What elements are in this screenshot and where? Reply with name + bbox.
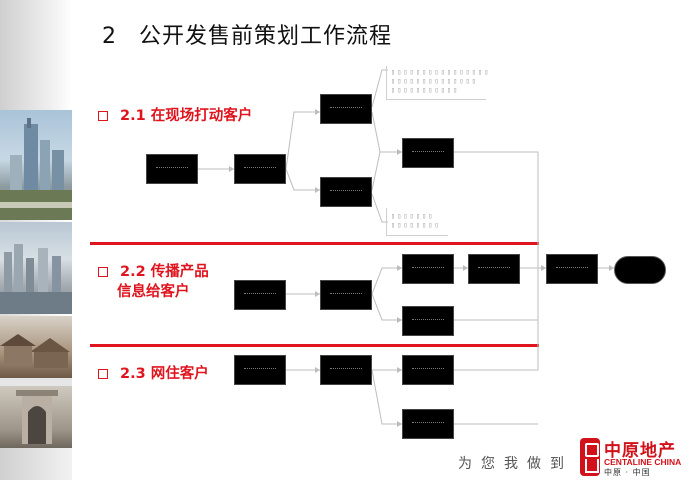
separator-line-2	[90, 344, 539, 347]
flow-box-3-1	[234, 355, 286, 385]
flow-box-2-1	[234, 280, 286, 310]
flow-box-3-3	[402, 355, 454, 385]
seal-icon	[580, 438, 600, 476]
footer-slogan: 为您我做到	[458, 456, 573, 472]
flow-box-merge	[546, 254, 598, 284]
flow-box-3-2	[320, 355, 372, 385]
flow-box-2-5	[468, 254, 520, 284]
square-bullet-icon	[98, 267, 108, 277]
section-2-3-label: 2.3 网住客户	[120, 366, 209, 382]
gate-photo	[0, 386, 72, 448]
section-2-2-label: 2.2 传播产品	[120, 264, 209, 280]
flow-box-2-4	[402, 306, 454, 336]
square-bullet-icon	[98, 111, 108, 121]
note-bottom: ▯▯▯▯▯▯▯▯▯▯▯▯▯▯▯	[386, 208, 448, 236]
logo-sub: 中原 · 中国	[604, 468, 651, 477]
section-2-3: 2.3 网住客户	[98, 364, 209, 384]
flow-box-3-4	[402, 409, 454, 439]
harbour-photo	[0, 222, 72, 314]
section-2-2-label-line2: 信息给客户	[117, 284, 190, 300]
flow-box-1-3	[320, 94, 372, 124]
logo-name-cn: 中原地产	[604, 441, 676, 461]
flow-box-1-4	[320, 177, 372, 207]
section-2-1: 2.1 在现场打动客户	[98, 106, 252, 126]
flow-box-2-3	[402, 254, 454, 284]
flow-box-2-2	[320, 280, 372, 310]
title-text: 公开发售前策划工作流程	[139, 24, 393, 49]
note-top-dots: ▯▯▯▯▯▯▯▯▯▯▯▯▯▯▯▯▯▯▯▯▯▯▯▯▯▯▯▯▯▯▯▯▯▯▯▯▯▯▯▯…	[391, 68, 491, 94]
title-number: 2	[102, 24, 117, 49]
logo-name-en: CENTALINE CHINA	[604, 457, 682, 467]
separator-line-1	[90, 242, 539, 245]
page-title: 2 公开发售前策划工作流程	[102, 18, 392, 50]
square-bullet-icon	[98, 369, 108, 379]
flow-box-1-5	[402, 138, 454, 168]
flow-box-1-1	[146, 154, 198, 184]
section-2-2: 2.2 传播产品 信息给客户	[98, 262, 209, 302]
roofs-photo	[0, 316, 72, 378]
flow-end-terminal	[614, 256, 666, 284]
flow-box-1-2	[234, 154, 286, 184]
company-logo: 中原地产 CENTALINE CHINA 中原 · 中国	[578, 436, 691, 478]
note-top: ▯▯▯▯▯▯▯▯▯▯▯▯▯▯▯▯▯▯▯▯▯▯▯▯▯▯▯▯▯▯▯▯▯▯▯▯▯▯▯▯…	[386, 66, 491, 100]
skyline-photo	[0, 110, 72, 220]
left-photo-strip	[0, 0, 72, 480]
section-2-1-label: 2.1 在现场打动客户	[120, 108, 253, 124]
note-bottom-dots: ▯▯▯▯▯▯▯▯▯▯▯▯▯▯▯	[391, 212, 441, 229]
